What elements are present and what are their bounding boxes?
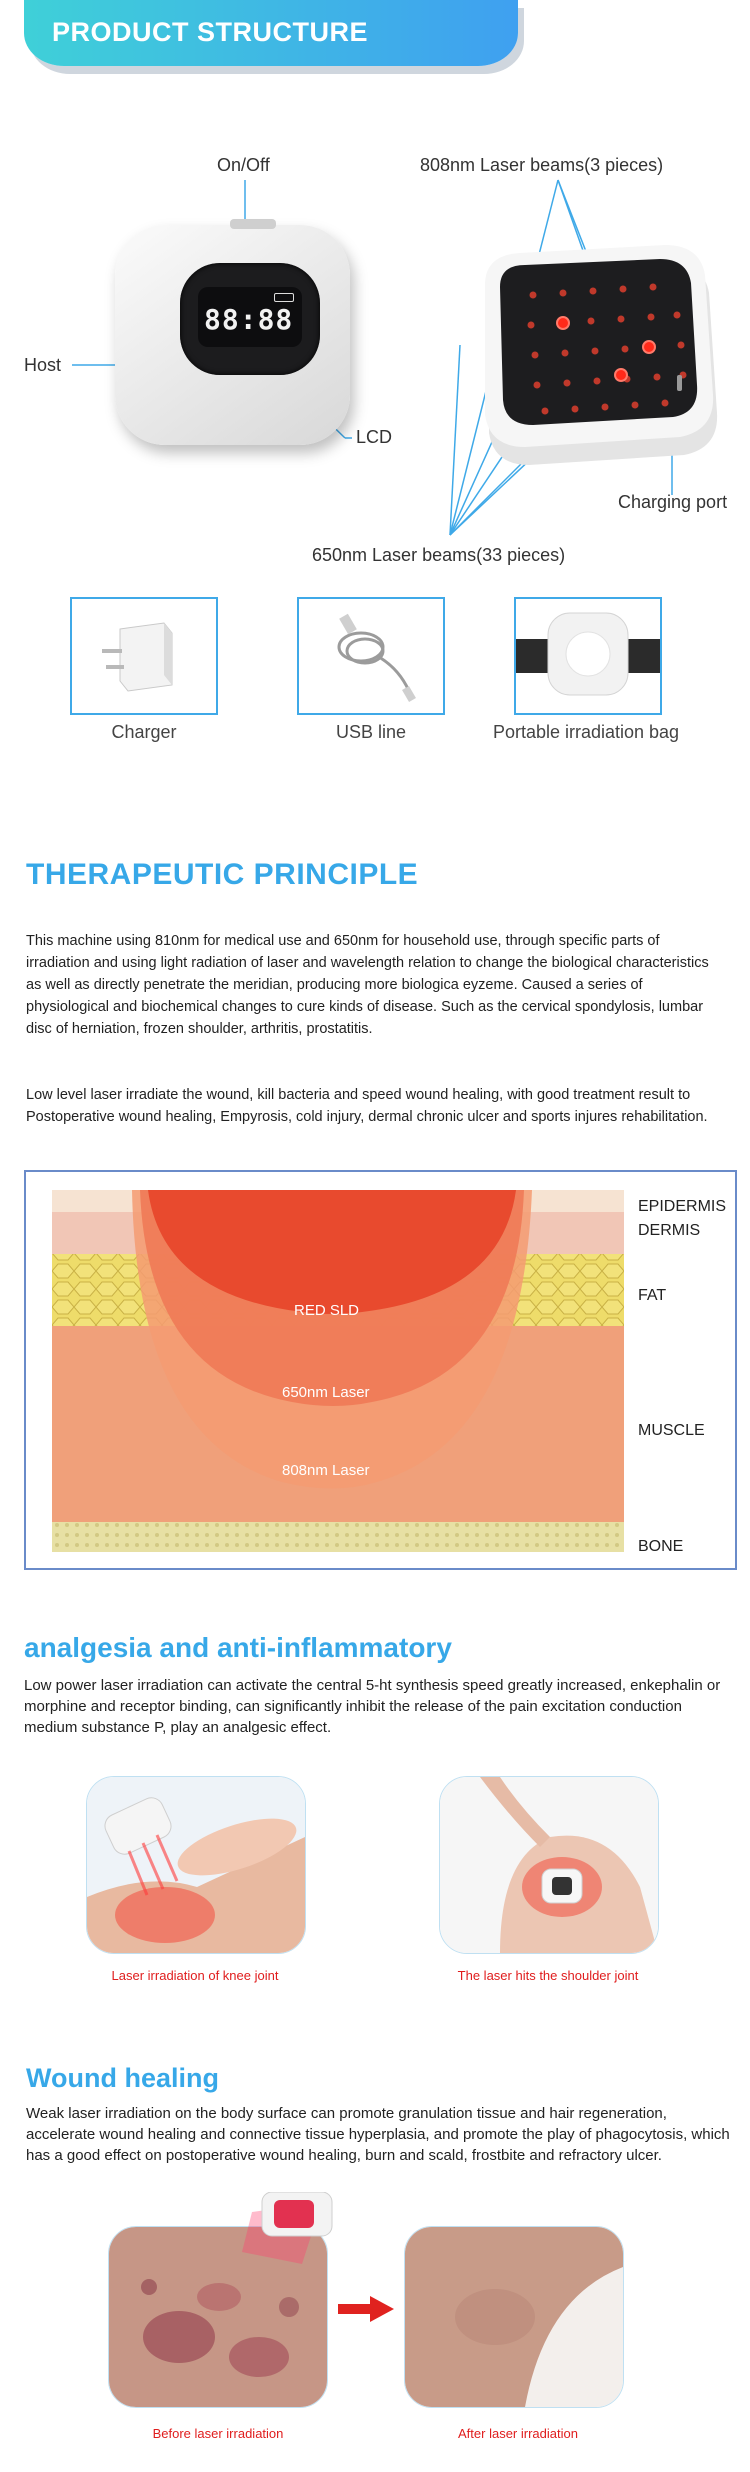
laser-device-over-wound (232, 2191, 350, 2264)
section-banner (24, 0, 518, 66)
laser-panel-device (445, 225, 730, 465)
principle-paragraph-1: This machine using 810nm for medical use… (26, 933, 709, 1037)
arrow-right-icon (338, 2296, 394, 2322)
layer-label-muscle: MUSCLE (638, 1422, 705, 1439)
caption-after: After laser irradiation (458, 2426, 578, 2441)
layer-label-fat: FAT (638, 1287, 667, 1304)
lcd-screen: 88:88 (198, 287, 302, 347)
charger-icon (102, 622, 173, 692)
principle-title: THERAPEUTIC PRINCIPLE (26, 858, 419, 891)
caption-shoulder: The laser hits the shoulder joint (457, 1968, 639, 1983)
skin-layer-diagram: RED SLD 650nm Laser 808nm Laser EPIDERMI… (24, 1170, 737, 1570)
host-device: 88:88 (115, 219, 350, 445)
bag-icon (516, 612, 660, 696)
principle-paragraph-2: Low level laser irradiate the wound, kil… (26, 1087, 708, 1125)
banner-title: PRODUCT STRUCTURE (52, 17, 368, 47)
layer-graphic (52, 1190, 624, 1552)
knee-joint-photo (86, 1776, 306, 1954)
beam-label-808nm: 808nm Laser (282, 1462, 370, 1479)
accessory-label-usb: USB line (335, 722, 407, 742)
layer-label-bone: BONE (638, 1538, 684, 1555)
usb-line-box (297, 597, 445, 715)
shoulder-joint-photo (439, 1776, 659, 1954)
wound-title: Wound healing (26, 2063, 219, 2093)
display-bezel: 88:88 (180, 263, 320, 375)
after-irradiation-photo (404, 2226, 624, 2408)
accessory-label-bag: Portable irradiation bag (492, 722, 680, 742)
beam-label-red-sld: RED SLD (294, 1302, 360, 1319)
label-onoff: On/Off (217, 155, 270, 175)
before-irradiation-photo (108, 2226, 328, 2408)
label-808-beams: 808nm Laser beams(3 pieces) (420, 155, 664, 175)
laser-dots (527, 283, 687, 415)
layer-label-epidermis: EPIDERMIS (638, 1198, 727, 1215)
lcd-digits: 88:88 (204, 303, 294, 336)
analgesia-text: Low power laser irradiation can activate… (24, 1677, 721, 1736)
usb-cable-icon (337, 613, 416, 703)
label-650-beams: 650nm Laser beams(33 pieces) (312, 545, 566, 565)
caption-before: Before laser irradiation (152, 2426, 284, 2441)
charger-box (70, 597, 218, 715)
label-host: Host (24, 355, 62, 375)
label-lcd: LCD (356, 427, 393, 447)
charging-port (677, 375, 682, 391)
analgesia-title: analgesia and anti-inflammatory (24, 1632, 452, 1663)
beam-label-650nm: 650nm Laser (282, 1384, 370, 1401)
accessory-label-charger: Charger (111, 722, 177, 742)
battery-icon (274, 293, 294, 302)
label-charging-port: Charging port (618, 492, 728, 512)
layer-label-dermis: DERMIS (638, 1222, 701, 1239)
irradiation-bag-box (514, 597, 662, 715)
caption-knee: Laser irradiation of knee joint (111, 1968, 279, 1983)
wound-text: Weak laser irradiation on the body surfa… (26, 2105, 730, 2164)
power-button[interactable] (230, 219, 276, 229)
